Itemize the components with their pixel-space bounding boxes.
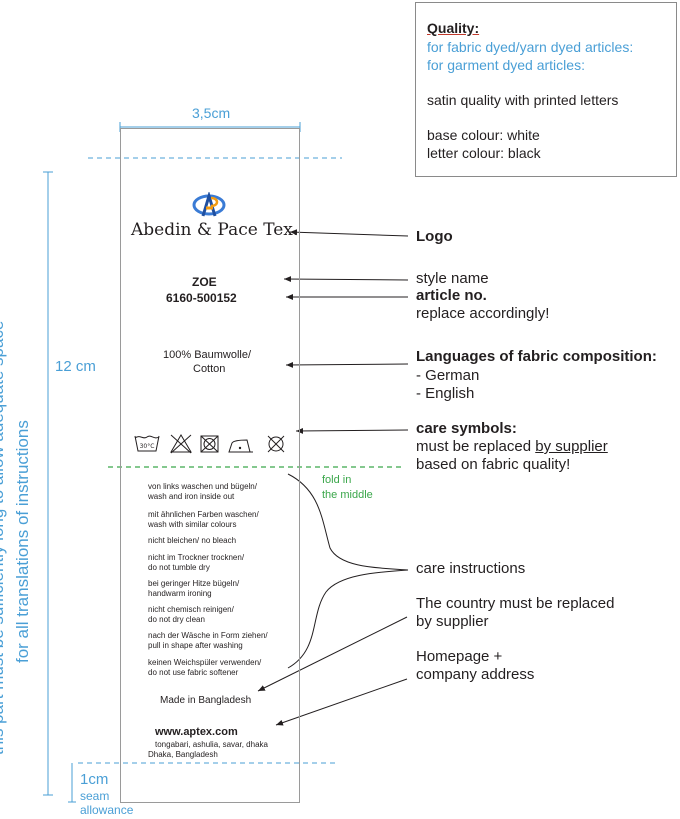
composition-arrow (285, 361, 409, 368)
annotation-care-symbols-title: care symbols: (416, 420, 517, 437)
label-made-in: Made in Bangladesh (160, 695, 252, 706)
care-instruction-1b: wash and iron inside out (148, 492, 235, 501)
width-label: 3,5cm (192, 105, 231, 121)
quality-letter-colour: letter colour: black (427, 145, 541, 161)
annotation-care-line2-prefix: must be replaced (416, 438, 536, 455)
brand-name: Abedin & Pace Tex. (131, 220, 299, 240)
annotation-article-no: article no. (416, 287, 487, 304)
annotation-languages-title: Languages of fabric composition: (416, 348, 657, 365)
quality-line-fabric-dyed: for fabric dyed/yarn dyed articles: (427, 39, 634, 55)
care-instruction-5b: handwarm ironing (148, 589, 212, 598)
care-symbols-arrow (295, 427, 409, 434)
care-instruction-3: nicht bleichen/ no bleach (148, 536, 237, 545)
vertical-note-line1: this part must be sufficiently long to a… (0, 320, 7, 755)
no-bleach-icon (170, 434, 192, 454)
care-instruction-4b: do not tumble dry (148, 563, 210, 572)
care-instruction-7a: nach der Wäsche in Form ziehen/ (148, 631, 268, 640)
annotation-country-line2: by supplier (416, 613, 489, 630)
annotation-care-line2-underlined: by supplier (535, 438, 608, 455)
logo-arrow (289, 229, 409, 237)
vertical-note-line2: for all translations of instructions (13, 420, 32, 663)
fold-note-line1: fold in (322, 474, 352, 486)
brand-logo-icon (192, 192, 226, 217)
homepage-arrow (275, 678, 408, 726)
length-dimension-line (43, 171, 53, 796)
no-tumble-dry-icon (200, 435, 219, 453)
label-style-name: ZOE (192, 275, 217, 289)
iron-low-icon (228, 439, 253, 453)
wash-30-icon: 30°C (134, 435, 160, 452)
care-symbols-row: 30°C (134, 434, 285, 454)
seam-dimension-line (68, 763, 76, 803)
label-composition-line2: Cotton (193, 363, 226, 375)
care-instructions-brace (287, 473, 409, 669)
quality-info-box: Quality: for fabric dyed/yarn dyed artic… (415, 2, 677, 177)
annotation-style-name: style name (416, 270, 489, 287)
care-label-strip (120, 128, 300, 803)
care-instruction-2a: mit ähnlichen Farben waschen/ (148, 510, 259, 519)
label-website: www.aptex.com (155, 726, 238, 738)
label-address-line1: tongabari, ashulia, savar, dhaka (155, 740, 268, 749)
no-dry-clean-icon (267, 435, 285, 453)
quality-heading: Quality: (427, 20, 480, 36)
label-composition-line1: 100% Baumwolle/ (163, 349, 252, 361)
annotation-care-line2: must be replaced by supplier (416, 438, 608, 456)
seam-word-label: seam (80, 789, 110, 803)
care-instruction-6a: nicht chemisch reinigen/ (148, 605, 234, 614)
length-label: 12 cm (55, 358, 96, 375)
care-instruction-8a: keinen Weichspüler verwenden/ (148, 658, 262, 667)
annotation-lang-english: - English (416, 385, 475, 402)
care-instruction-2b: wash with similar colours (148, 520, 237, 529)
annotation-care-line3: based on fabric quality! (416, 456, 571, 473)
care-instruction-1a: von links waschen und bügeln/ (148, 482, 257, 491)
wash-temp-text: 30°C (140, 443, 155, 450)
annotation-care-instructions: care instructions (416, 560, 526, 577)
quality-line-garment-dyed: for garment dyed articles: (427, 57, 585, 73)
care-instruction-7b: pull in shape after washing (148, 641, 243, 650)
annotation-homepage-line2: company address (416, 666, 535, 683)
care-instruction-4a: nicht im Trockner trocknen/ (148, 553, 245, 562)
allowance-word-label: allowance (80, 803, 134, 817)
care-instruction-5a: bei geringer Hitze bügeln/ (148, 579, 240, 588)
annotation-country-line1: The country must be replaced (416, 595, 615, 612)
quality-satin: satin quality with printed letters (427, 92, 619, 108)
label-address-line2: Dhaka, Bangladesh (148, 750, 218, 759)
fold-note-line2: the middle (322, 489, 373, 501)
annotation-homepage-line1: Homepage + (416, 648, 503, 665)
country-arrow (257, 616, 408, 692)
annotation-lang-german: - German (416, 367, 480, 384)
label-article-no: 6160-500152 (166, 291, 237, 305)
annotation-logo: Logo (416, 228, 453, 245)
seam-cm-label: 1cm (80, 771, 109, 788)
quality-base-colour: base colour: white (427, 127, 540, 143)
care-instruction-8b: do not use fabric softener (148, 668, 239, 677)
style-name-arrow (283, 276, 409, 283)
annotation-replace: replace accordingly! (416, 305, 550, 322)
care-instruction-6b: do not dry clean (148, 615, 205, 624)
